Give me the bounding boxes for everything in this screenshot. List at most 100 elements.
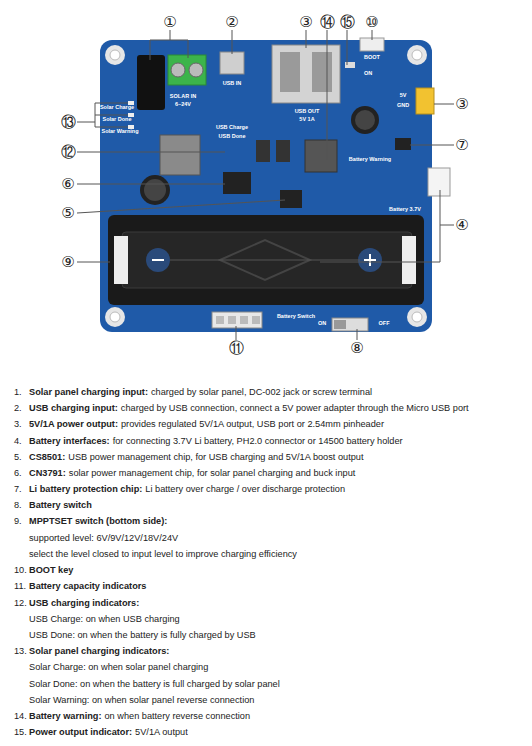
list-row: USB Charge: on when USB charging [29, 613, 180, 625]
list-heading: Battery warning: [29, 710, 102, 722]
list-row: 10.BOOT key [14, 564, 76, 576]
list-heading: CS8501: [29, 451, 65, 463]
list-text: solar power management chip, for solar p… [69, 467, 356, 479]
list-row: 13.Solar panel charging indicators: [14, 645, 172, 657]
silkscreen-label: USB OUT [295, 109, 320, 115]
list-heading: 5V/1A power output: [29, 418, 118, 430]
callout-number: ⑬ [61, 115, 76, 130]
list-heading: Battery capacity indicators [29, 580, 146, 592]
callout-number: ④ [455, 218, 468, 233]
callout-number: ① [163, 15, 176, 30]
list-number: 10. [14, 564, 29, 576]
list-row: 1.Solar panel charging input:charged by … [14, 386, 372, 398]
callout-number: ⑨ [61, 255, 74, 270]
list-number: 5. [14, 451, 29, 463]
list-number: 2. [14, 402, 29, 414]
list-text: provides regulated 5V/1A output, USB por… [121, 418, 384, 430]
list-number: 11. [14, 580, 29, 592]
silkscreen-label: OFF [379, 321, 390, 327]
list-text: USB Charge: on when USB charging [29, 613, 180, 625]
list-number: 3. [14, 418, 29, 430]
list-heading: Solar panel charging indicators: [29, 645, 169, 657]
list-number: 4. [14, 435, 29, 447]
callout-number: ⑦ [455, 138, 468, 153]
list-heading: Power output indicator: [29, 726, 132, 738]
list-number: 15. [14, 726, 29, 738]
list-text: on when battery reverse connection [105, 710, 251, 722]
list-row: 3.5V/1A power output:provides regulated … [14, 418, 384, 430]
list-row: 4.Battery interfaces:for connecting 3.7V… [14, 435, 403, 447]
silkscreen-label: ON [318, 321, 326, 327]
list-text: charged by USB connection, connect a 5V … [121, 402, 469, 414]
silkscreen-label: USB Done [219, 134, 246, 140]
silkscreen-label: 5V [400, 93, 407, 99]
callout-number: ③ [455, 97, 468, 112]
list-row: 6.CN3791:solar power management chip, fo… [14, 467, 355, 479]
silkscreen-label: 5V 1A [299, 117, 314, 123]
silkscreen-label: Battery Switch [277, 314, 315, 320]
list-text: 5V/1A output [135, 726, 188, 738]
list-row: 14.Battery warning:on when battery rever… [14, 710, 250, 722]
list-number: 1. [14, 386, 29, 398]
callout-number: ⑮ [340, 15, 355, 30]
list-heading: BOOT key [29, 564, 73, 576]
callout-number: ⑥ [61, 177, 74, 192]
list-number: 7. [14, 483, 29, 495]
silkscreen-label: Solar Charge [100, 105, 134, 111]
callout-number: ⑧ [350, 341, 363, 356]
silkscreen-label: Solar Done [102, 117, 131, 123]
list-text: Li battery over charge / over discharge … [145, 483, 345, 495]
callout-number: ② [225, 15, 238, 30]
list-text: for connecting 3.7V Li battery, PH2.0 co… [113, 435, 403, 447]
silkscreen-label: Solar Warning [101, 129, 138, 135]
silkscreen-label: SOLAR IN [170, 94, 196, 100]
list-heading: MPPTSET switch (bottom side): [29, 515, 167, 527]
list-heading: USB charging indicators: [29, 597, 139, 609]
list-text: supported level: 6V/9V/12V/18V/24V [29, 532, 178, 544]
list-row: 5.CS8501:USB power management chip, for … [14, 451, 363, 463]
silkscreen-label: Battery 3.7V [389, 207, 421, 213]
list-row: select the level closed to input level t… [29, 548, 297, 560]
callout-number: ⑤ [61, 206, 74, 221]
list-number: 13. [14, 645, 29, 657]
callout-number: ③ [299, 15, 312, 30]
list-row: 15.Power output indicator:5V/1A output [14, 726, 188, 738]
list-text: charged by solar panel, DC-002 jack or s… [151, 386, 372, 398]
callout-number: ⑫ [61, 145, 76, 160]
callout-number: ⑩ [365, 15, 378, 30]
silkscreen-label: 6~24V [175, 102, 191, 108]
list-row: 11.Battery capacity indicators [14, 580, 149, 592]
list-number: 14. [14, 710, 29, 722]
callout-number: ⑭ [320, 15, 335, 30]
callout-number: ⑪ [229, 341, 244, 356]
list-number: 12. [14, 597, 29, 609]
list-text: Solar Done: on when the battery is full … [29, 678, 280, 690]
list-row: 7.Li battery protection chip:Li battery … [14, 483, 345, 495]
list-row: 9.MPPTSET switch (bottom side): [14, 515, 170, 527]
list-row: 2.USB charging input:charged by USB conn… [14, 402, 469, 414]
list-number: 8. [14, 499, 29, 511]
list-heading: Battery interfaces: [29, 435, 110, 447]
silkscreen-label: BOOT [364, 55, 380, 61]
list-heading: CN3791: [29, 467, 66, 479]
list-heading: Battery switch [29, 499, 92, 511]
list-row: USB Done: on when the battery is fully c… [29, 629, 256, 641]
list-text: USB Done: on when the battery is fully c… [29, 629, 256, 641]
list-text: Solar Charge: on when solar panel chargi… [29, 661, 208, 673]
silkscreen-label: GND [397, 103, 409, 109]
list-row: supported level: 6V/9V/12V/18V/24V [29, 532, 178, 544]
list-row: 12.USB charging indicators: [14, 597, 142, 609]
list-text: select the level closed to input level t… [29, 548, 297, 560]
list-number: 9. [14, 515, 29, 527]
list-row: Solar Done: on when the battery is full … [29, 678, 280, 690]
list-heading: Solar panel charging input: [29, 386, 148, 398]
list-heading: USB charging input: [29, 402, 118, 414]
silkscreen-label: Battery Warning [349, 157, 391, 163]
list-row: Solar Charge: on when solar panel chargi… [29, 661, 208, 673]
list-row: 8.Battery switch [14, 499, 95, 511]
list-heading: Li battery protection chip: [29, 483, 142, 495]
silkscreen-label: USB Charge [216, 125, 248, 131]
silkscreen-label: USB IN [223, 81, 242, 87]
list-row: Solar Warning: on when solar panel rever… [29, 694, 254, 706]
